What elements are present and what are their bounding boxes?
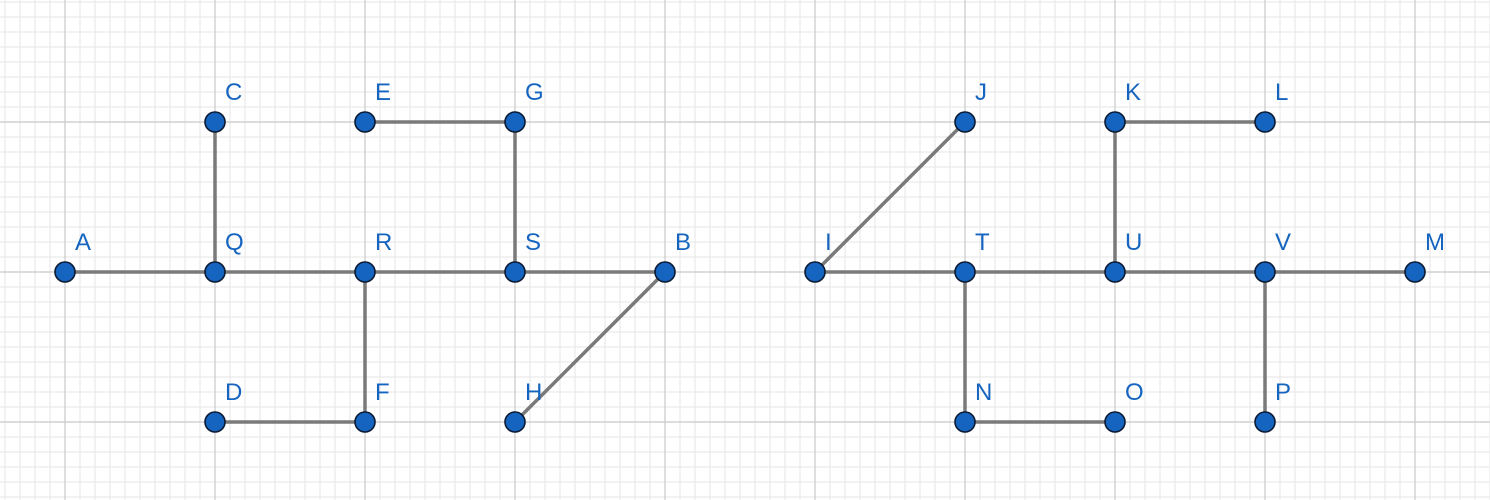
point-M[interactable] xyxy=(1404,261,1426,283)
label-R: R xyxy=(375,229,392,256)
point-B[interactable] xyxy=(654,261,676,283)
label-K: K xyxy=(1125,79,1141,106)
point-labels: A Q C D R E F S G H B I J T N K U O L V P M xyxy=(75,79,1445,406)
point-E[interactable] xyxy=(354,111,376,133)
point-D[interactable] xyxy=(204,411,226,433)
label-F: F xyxy=(375,379,390,406)
point-L[interactable] xyxy=(1254,111,1276,133)
label-H: H xyxy=(525,379,542,406)
points xyxy=(54,111,1426,433)
point-O[interactable] xyxy=(1104,411,1126,433)
label-M: M xyxy=(1425,229,1445,256)
point-A[interactable] xyxy=(54,261,76,283)
point-V[interactable] xyxy=(1254,261,1276,283)
label-G: G xyxy=(525,79,544,106)
point-J[interactable] xyxy=(954,111,976,133)
point-H[interactable] xyxy=(504,411,526,433)
segment-IJ xyxy=(813,120,967,274)
label-U: U xyxy=(1125,229,1142,256)
point-S[interactable] xyxy=(504,261,526,283)
label-J: J xyxy=(975,79,987,106)
label-V: V xyxy=(1275,229,1291,256)
label-B: B xyxy=(675,229,691,256)
label-N: N xyxy=(975,379,992,406)
label-T: T xyxy=(975,229,990,256)
label-C: C xyxy=(225,79,242,106)
point-T[interactable] xyxy=(954,261,976,283)
label-S: S xyxy=(525,229,541,256)
point-G[interactable] xyxy=(504,111,526,133)
label-O: O xyxy=(1125,379,1144,406)
point-Q[interactable] xyxy=(204,261,226,283)
label-P: P xyxy=(1275,379,1291,406)
label-I: I xyxy=(825,229,832,256)
segment-HB xyxy=(513,270,667,424)
point-R[interactable] xyxy=(354,261,376,283)
point-C[interactable] xyxy=(204,111,226,133)
label-E: E xyxy=(375,79,391,106)
point-P[interactable] xyxy=(1254,411,1276,433)
label-L: L xyxy=(1275,79,1288,106)
segments xyxy=(63,120,1417,424)
point-F[interactable] xyxy=(354,411,376,433)
label-A: A xyxy=(75,229,91,256)
point-K[interactable] xyxy=(1104,111,1126,133)
point-N[interactable] xyxy=(954,411,976,433)
point-U[interactable] xyxy=(1104,261,1126,283)
point-I[interactable] xyxy=(804,261,826,283)
label-D: D xyxy=(225,379,242,406)
label-Q: Q xyxy=(225,229,244,256)
